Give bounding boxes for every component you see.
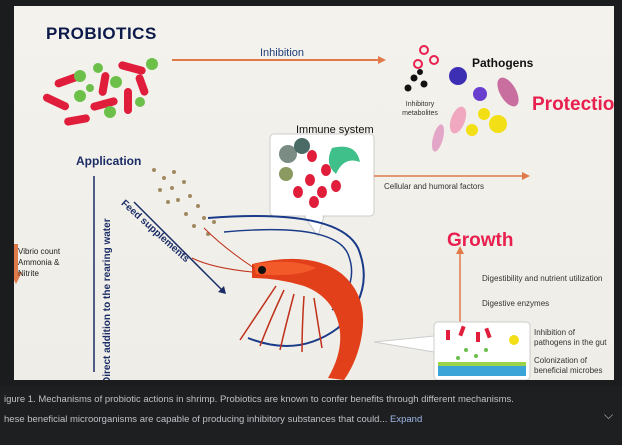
figure-caption: igure 1. Mechanisms of probiotic actions…: [0, 386, 622, 445]
vibrio-count-label: Vibrio count: [18, 247, 60, 256]
digestibility-label: Digestibility and nutrient utilization: [482, 274, 603, 283]
diagram-slide: PROBIOTICS Inhibition Pathogens Inhibito…: [14, 6, 614, 380]
inhibitory-metabolites-label: Inhibitory metabolites: [392, 100, 448, 118]
inhibition-label: Inhibition: [260, 47, 304, 59]
colonization-label: Colonization of beneficial microbes: [534, 356, 614, 376]
protection-label: Protection: [532, 94, 614, 116]
metabolites-icon: [405, 46, 439, 92]
shrimp-illustration: [192, 228, 363, 380]
immune-system-bubble: [270, 134, 374, 236]
expand-link[interactable]: Expand: [390, 414, 422, 425]
nitrite-label: Nitrite: [18, 269, 39, 278]
digestive-enzymes-label: Digestive enzymes: [482, 299, 549, 308]
growth-label: Growth: [447, 230, 514, 252]
probiotics-title: PROBIOTICS: [46, 24, 157, 44]
ammonia-label: Ammonia &: [18, 258, 59, 267]
caption-line-2-text: hese beneficial microorganisms are capab…: [4, 414, 387, 425]
probiotic-bacteria-icon: [42, 58, 158, 126]
feed-pellets-icon: [152, 168, 216, 236]
direct-addition-label: Direct addition to the rearing water: [102, 218, 113, 380]
inhibition-gut-label: Inhibition of pathogens in the gut: [534, 328, 614, 348]
gut-bubble: [374, 322, 530, 380]
chevron-down-icon[interactable]: ⌵: [604, 408, 613, 423]
immune-system-label: Immune system: [296, 124, 374, 136]
caption-line-2: hese beneficial microorganisms are capab…: [4, 414, 422, 425]
water-quality-label: Vibrio count Ammonia & Nitrite: [18, 246, 78, 279]
cellular-humoral-label: Cellular and humoral factors: [384, 182, 484, 191]
pathogens-label: Pathogens: [472, 56, 533, 70]
application-label: Application: [76, 154, 141, 168]
caption-line-1: igure 1. Mechanisms of probiotic actions…: [4, 394, 514, 405]
